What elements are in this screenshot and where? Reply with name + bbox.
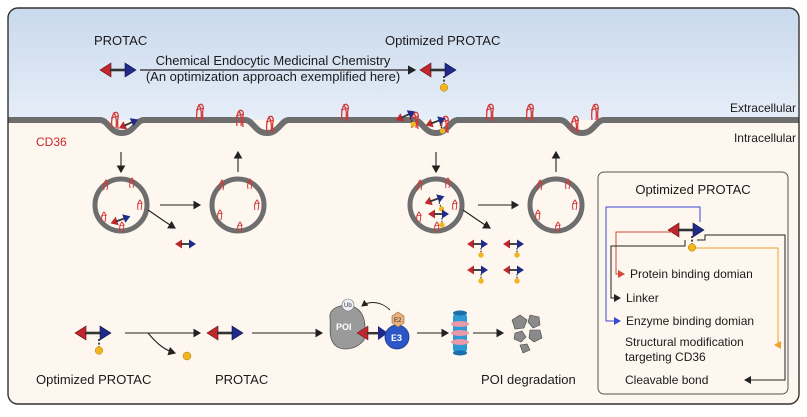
- ub-circle: [341, 298, 355, 312]
- extracellular-region: [8, 8, 799, 120]
- method-title-line1: Chemical Endocytic Medicinal Chemistry: [156, 53, 391, 68]
- poi-label: POI: [336, 322, 352, 332]
- cell-membrane: [8, 117, 799, 136]
- intracellular-label: Intracellular: [734, 131, 796, 145]
- e2-enzyme: [391, 311, 405, 328]
- degraded-fragments: [511, 314, 543, 354]
- e3-label: E3: [391, 333, 402, 343]
- legend-item-cleavable-bond: Cleavable bond: [625, 373, 708, 387]
- protac-bottom-label: PROTAC: [215, 372, 268, 387]
- degradation-pathway: Optimized PROTAC PROTAC POI Ub E3 E2: [36, 298, 576, 387]
- endocytosis-cycle-left: [92, 150, 267, 249]
- legend-item-protein-binding: Protein binding domian: [630, 267, 753, 281]
- optimized-protac-top-label: Optimized PROTAC: [385, 33, 500, 48]
- extracellular-label: Extracellular: [730, 101, 796, 115]
- cd36-label: CD36: [36, 135, 67, 149]
- legend-title: Optimized PROTAC: [635, 182, 750, 197]
- legend-box: Optimized PROTAC Protein binding domian …: [597, 171, 789, 395]
- ternary-complex: POI Ub E3 E2: [329, 298, 410, 350]
- figure-frame: [7, 7, 800, 405]
- legend-item-linker: Linker: [626, 291, 659, 305]
- e2-label: E2: [394, 318, 402, 324]
- ub-label: Ub: [344, 303, 352, 309]
- proteasome: [451, 310, 469, 356]
- endocytosis-cycle-right: [407, 150, 585, 284]
- cleaved-ligand: [182, 351, 192, 361]
- legend-item-structural-modification: Structural modification: [625, 335, 744, 349]
- optimized-protac-bottom-label: Optimized PROTAC: [36, 372, 151, 387]
- protac-top-label: PROTAC: [94, 33, 147, 48]
- legend-item-enzyme-binding: Enzyme binding domian: [626, 314, 754, 328]
- legend-item-targeting-cd36: targeting CD36: [625, 350, 706, 364]
- method-title-line2: (An optimization approach exemplified he…: [146, 69, 400, 84]
- poi-degradation-label: POI degradation: [481, 372, 576, 387]
